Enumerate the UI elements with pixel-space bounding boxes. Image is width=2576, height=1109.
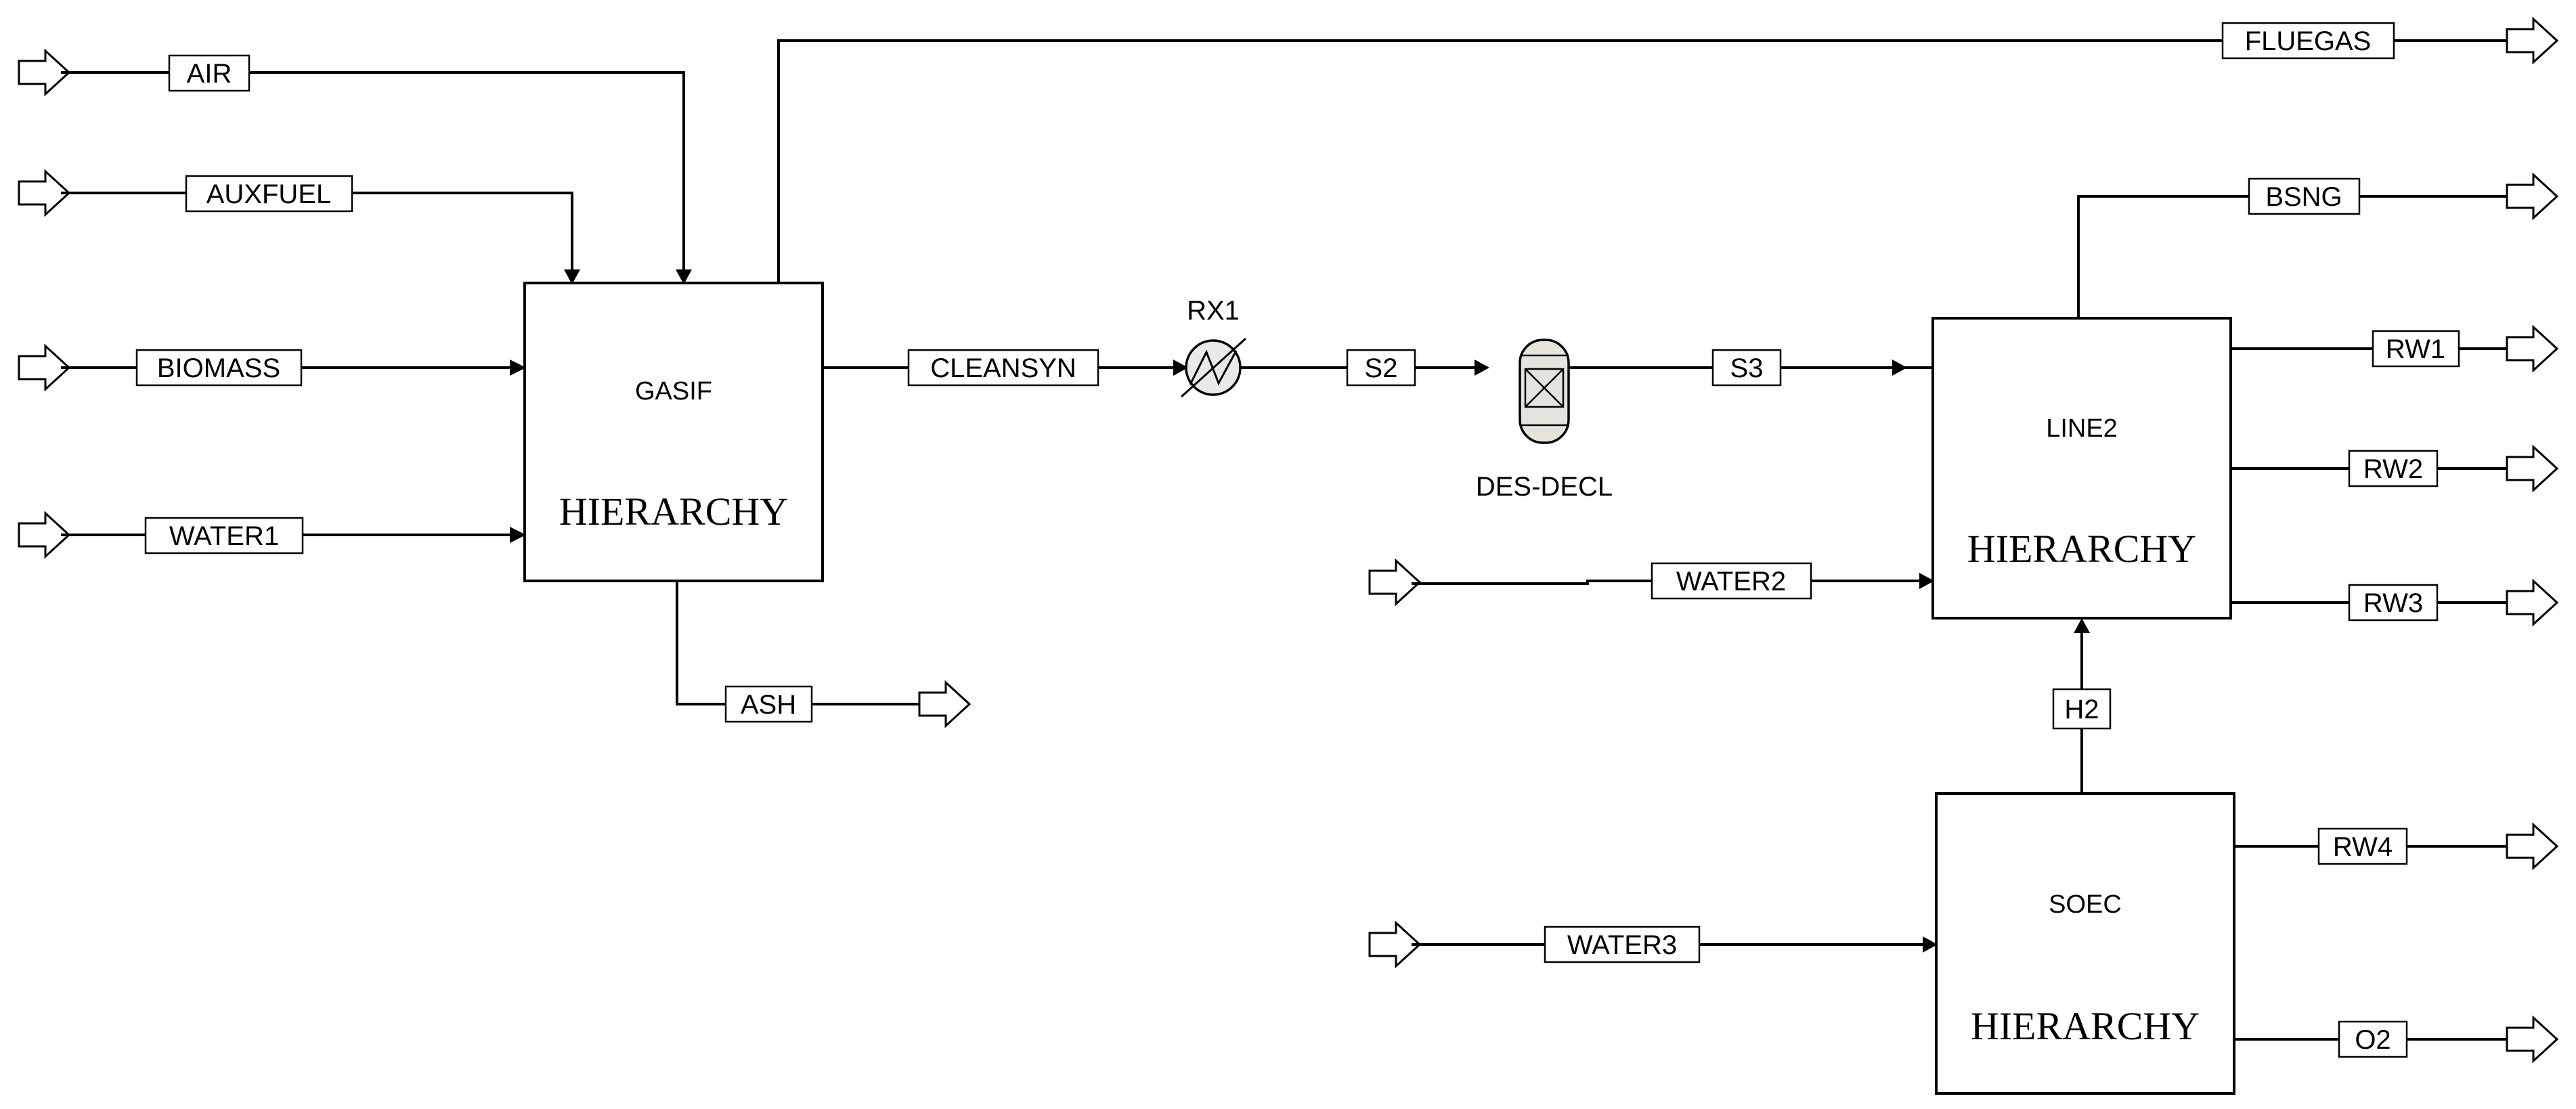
vessel-des-decl[interactable]: DES-DECL — [1476, 339, 1613, 502]
stream-water3[interactable]: WATER3 — [1368, 921, 1938, 967]
stream-label-auxfuel: AUXFUEL — [206, 179, 332, 209]
soec-block-name: SOEC — [2049, 890, 2122, 919]
stream-label-fluegas: FLUEGAS — [2245, 26, 2372, 56]
stream-label-rw2: RW2 — [2363, 454, 2423, 484]
stream-label-water1: WATER1 — [169, 521, 279, 551]
line2-block-name: LINE2 — [2046, 414, 2118, 443]
unit-label-rx1: RX1 — [1187, 296, 1240, 326]
stream-label-bsng: BSNG — [2265, 182, 2342, 212]
stream-water2[interactable]: WATER2 — [1368, 559, 1934, 605]
product-arrow-icon — [2506, 445, 2558, 492]
stream-cleansyn[interactable]: CLEANSYN — [823, 349, 1188, 387]
stream-label-cleansyn: CLEANSYN — [930, 353, 1076, 383]
stream-rw4[interactable]: RW4 — [2234, 823, 2558, 869]
stream-rw1[interactable]: RW1 — [2231, 326, 2558, 372]
stream-air[interactable]: AIR — [18, 49, 692, 284]
stream-fluegas[interactable]: FLUEGAS — [777, 18, 2558, 283]
stream-o2[interactable]: O2 — [2234, 1016, 2558, 1062]
product-arrow-icon — [2506, 580, 2558, 626]
gasif-block-name: GASIF — [635, 377, 712, 406]
product-arrow-icon — [2506, 173, 2558, 219]
stream-label-rw3: RW3 — [2363, 588, 2423, 618]
heat-exchanger-rx1[interactable]: RX1 — [1180, 296, 1247, 398]
stream-rw3[interactable]: RW3 — [2231, 580, 2558, 626]
product-arrow-icon — [2506, 18, 2558, 64]
stream-bsng[interactable]: BSNG — [2077, 173, 2558, 318]
stream-label-h2: H2 — [2064, 695, 2099, 724]
stream-rw2[interactable]: RW2 — [2231, 445, 2558, 492]
unit-label-des-decl: DES-DECL — [1476, 472, 1613, 502]
stream-label-biomass: BIOMASS — [157, 353, 280, 383]
stream-label-rw1: RW1 — [2386, 334, 2445, 364]
line2-block[interactable]: LINE2 HIERARCHY — [1931, 317, 2232, 619]
stream-label-rw4: RW4 — [2333, 832, 2393, 862]
product-arrow-icon — [918, 681, 971, 727]
gasif-block[interactable]: GASIF HIERARCHY — [523, 282, 824, 582]
stream-biomass[interactable]: BIOMASS — [18, 345, 526, 391]
stream-label-s3: S3 — [1730, 353, 1764, 383]
stream-ash[interactable]: ASH — [676, 581, 971, 727]
soec-block-type: HIERARCHY — [1971, 1004, 2200, 1048]
product-arrow-icon — [2506, 326, 2558, 372]
stream-label-air: AIR — [187, 59, 232, 89]
stream-label-ash: ASH — [741, 690, 796, 720]
stream-label-s2: S2 — [1365, 353, 1398, 383]
stream-label-water3: WATER3 — [1567, 930, 1677, 960]
stream-label-water2: WATER2 — [1676, 567, 1786, 596]
soec-block[interactable]: SOEC HIERARCHY — [1935, 792, 2235, 1095]
stream-auxfuel[interactable]: AUXFUEL — [18, 170, 580, 284]
stream-water1[interactable]: WATER1 — [18, 512, 526, 558]
line2-block-type: HIERARCHY — [1967, 527, 2196, 571]
product-arrow-icon — [2506, 823, 2558, 869]
stream-label-o2: O2 — [2355, 1025, 2391, 1055]
gasif-block-type: HIERARCHY — [559, 490, 788, 534]
stream-s3[interactable]: S3 — [1569, 349, 1933, 387]
product-arrow-icon — [2506, 1016, 2558, 1062]
stream-s2[interactable]: S2 — [1240, 349, 1489, 387]
stream-h2[interactable]: H2 — [2052, 618, 2112, 793]
